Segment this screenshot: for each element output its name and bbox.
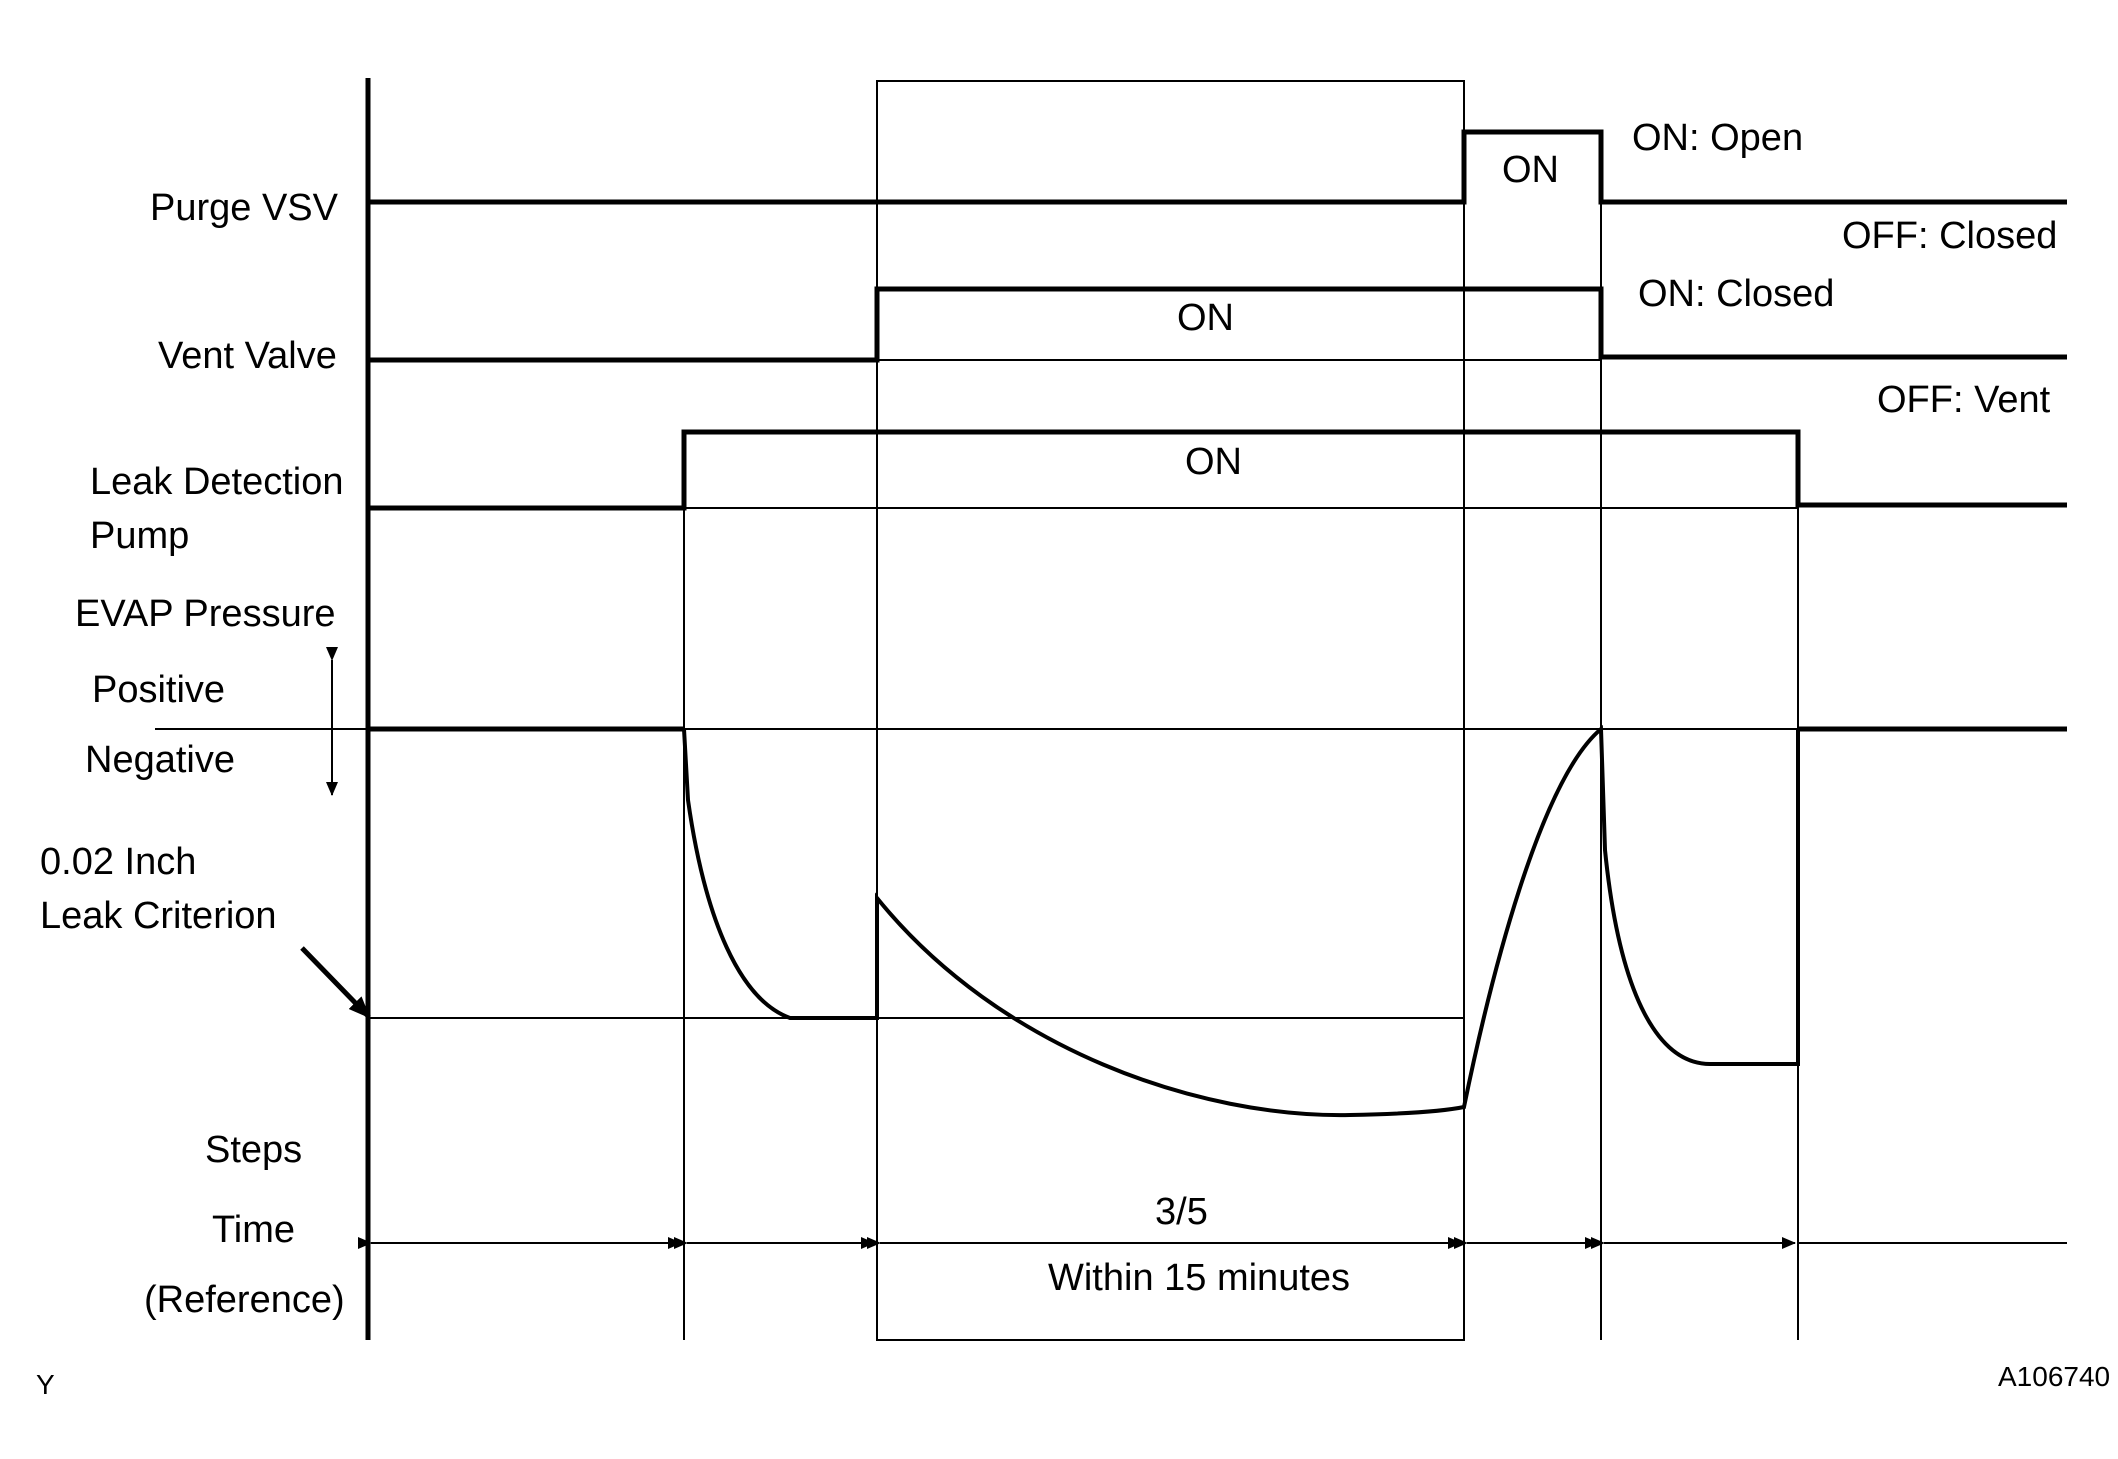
label-criterion-1: 0.02 Inch — [40, 841, 196, 883]
criterion-pointer-arrow — [300, 946, 371, 1019]
pump-waveform — [368, 429, 2067, 511]
label-vent-valve: Vent Valve — [158, 335, 337, 377]
pressure-curve — [682, 724, 1800, 1118]
label-leak-pump-2: Pump — [90, 515, 189, 557]
figure-id: A106740 — [1998, 1361, 2110, 1392]
purge-vsv-waveform — [368, 129, 2067, 205]
purge-off-desc: OFF: Closed — [1842, 215, 2057, 257]
vent-on-label: ON — [1177, 297, 1234, 339]
vent-off-desc: OFF: Vent — [1877, 379, 2051, 421]
label-steps: Steps — [205, 1129, 302, 1171]
corner-letter: Y — [36, 1369, 55, 1400]
step-label: 3/5 — [1155, 1191, 1208, 1233]
duration-label: Within 15 minutes — [1048, 1257, 1350, 1299]
label-positive: Positive — [92, 669, 225, 711]
label-purge-vsv: Purge VSV — [150, 187, 339, 229]
label-time: Time — [212, 1209, 295, 1251]
purge-on-desc: ON: Open — [1632, 117, 1803, 159]
label-criterion-2: Leak Criterion — [40, 895, 277, 937]
vent-on-desc: ON: Closed — [1638, 273, 1834, 315]
label-leak-pump-1: Leak Detection — [90, 461, 344, 503]
label-evap-pressure: EVAP Pressure — [75, 593, 336, 635]
vent-valve-waveform — [368, 286, 2067, 363]
purge-on-label: ON — [1502, 149, 1559, 191]
label-negative: Negative — [85, 739, 235, 781]
label-reference: (Reference) — [144, 1279, 345, 1321]
pump-on-label: ON — [1185, 441, 1242, 483]
step-3-box — [876, 80, 1465, 1341]
